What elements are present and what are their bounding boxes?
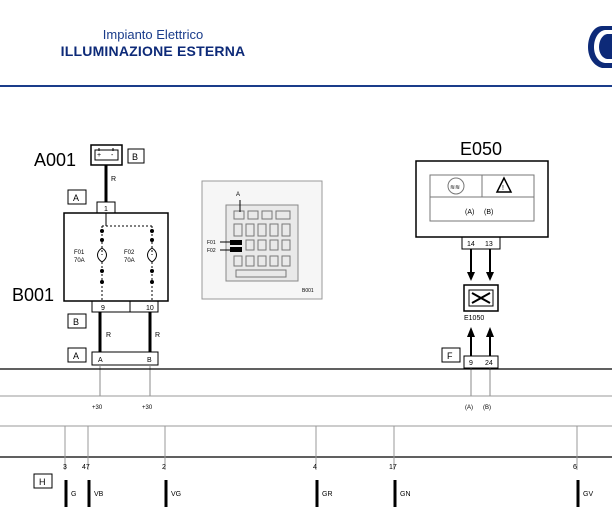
h-wire-color: VB xyxy=(94,491,104,498)
lower-pin-a: A xyxy=(98,357,103,364)
b001-wire-left: R xyxy=(106,332,111,339)
component-e1050: E1050 F 9 24 (A) (B) xyxy=(441,284,499,411)
brand-logo-icon xyxy=(588,26,612,68)
h-wire-color: GN xyxy=(400,491,411,498)
arrow-up-icon xyxy=(486,327,494,337)
svg-text:-: - xyxy=(111,152,114,159)
e1050-pin-9: 9 xyxy=(469,360,473,367)
h-pin-number: 2 xyxy=(162,464,166,471)
lamp-indicator-icon xyxy=(447,177,465,195)
connector-h: H 3 47 2 4 17 6 G VB VG GR GN GV xyxy=(33,426,593,507)
a001-connector: B xyxy=(132,152,138,162)
inset-label-f02: F02 xyxy=(207,248,216,254)
fuse-f02-label: F02 xyxy=(124,250,135,256)
component-b001: B001 F01 70A F02 70A xyxy=(12,212,169,352)
a001-pin: 1 xyxy=(104,206,108,213)
e050-pin-a: (A) xyxy=(465,209,474,216)
e1050-label: E1050 xyxy=(464,315,484,322)
e1050-signal-a: (A) xyxy=(465,405,473,411)
fuse-f01-rating: 70A xyxy=(74,258,85,264)
a001-label: A001 xyxy=(34,150,76,170)
lower-connector-id: A xyxy=(73,351,79,361)
b001-wire-right: R xyxy=(155,332,160,339)
e050-pin-14: 14 xyxy=(467,241,475,248)
header-subtitle: Impianto Elettrico xyxy=(102,27,204,42)
h-pin-number: 4 xyxy=(313,464,317,471)
signal-plus30-left: +30 xyxy=(92,405,103,411)
connector-h-id: H xyxy=(39,477,46,487)
a001-wire-color: R xyxy=(111,176,116,183)
e050-pin-b: (B) xyxy=(484,209,493,216)
svg-text:!: ! xyxy=(502,185,504,192)
inset-label-id: B001 xyxy=(302,288,314,294)
component-a001: A001 + - B R A 1 xyxy=(34,144,145,214)
h-wire-color: G xyxy=(71,491,76,498)
e1050-signal-b: (B) xyxy=(483,405,491,411)
b001-connector-bottom: B xyxy=(73,317,79,327)
arrow-down-icon xyxy=(467,272,475,281)
fuse-f01-label: F01 xyxy=(74,250,85,256)
fuse-box-inset: A F01 F02 B001 xyxy=(201,180,323,300)
signal-plus30-right: +30 xyxy=(142,405,153,411)
arrow-down-icon xyxy=(486,272,494,281)
b001-connector-top: A xyxy=(73,193,79,203)
h-wire-color: GR xyxy=(322,491,333,498)
fuse-f02-rating: 70A xyxy=(124,258,135,264)
component-e050: E050 ≋≋ ! (A) (B) 14 13 xyxy=(415,139,549,281)
h-pin-number: 47 xyxy=(82,464,90,471)
h-wire-color: VG xyxy=(171,491,181,498)
h-pin-number: 6 xyxy=(573,464,577,471)
b001-pin-9: 9 xyxy=(101,305,105,312)
e050-label: E050 xyxy=(460,139,502,159)
h-pin-number: 17 xyxy=(389,464,397,471)
lower-pin-b: B xyxy=(147,357,152,364)
e050-pin-13: 13 xyxy=(485,241,493,248)
inset-label-f01: F01 xyxy=(207,240,216,246)
header-divider xyxy=(0,85,612,87)
battery-symbol xyxy=(90,144,123,166)
svg-text:+: + xyxy=(97,152,101,159)
arrow-up-icon xyxy=(467,327,475,337)
h-wire-color: GV xyxy=(583,491,593,498)
header-title: ILLUMINAZIONE ESTERNA xyxy=(60,43,246,59)
b001-label: B001 xyxy=(12,285,54,305)
connector-a-lower: A A B +30 +30 xyxy=(67,347,159,411)
e1050-pin-24: 24 xyxy=(485,360,493,367)
h-pin-number: 3 xyxy=(63,464,67,471)
inset-label-a: A xyxy=(236,192,240,198)
hazard-warning-icon xyxy=(495,176,513,193)
e1050-connector: F xyxy=(447,351,453,361)
b001-pin-10: 10 xyxy=(146,305,154,312)
svg-text:≋≋: ≋≋ xyxy=(450,185,460,191)
